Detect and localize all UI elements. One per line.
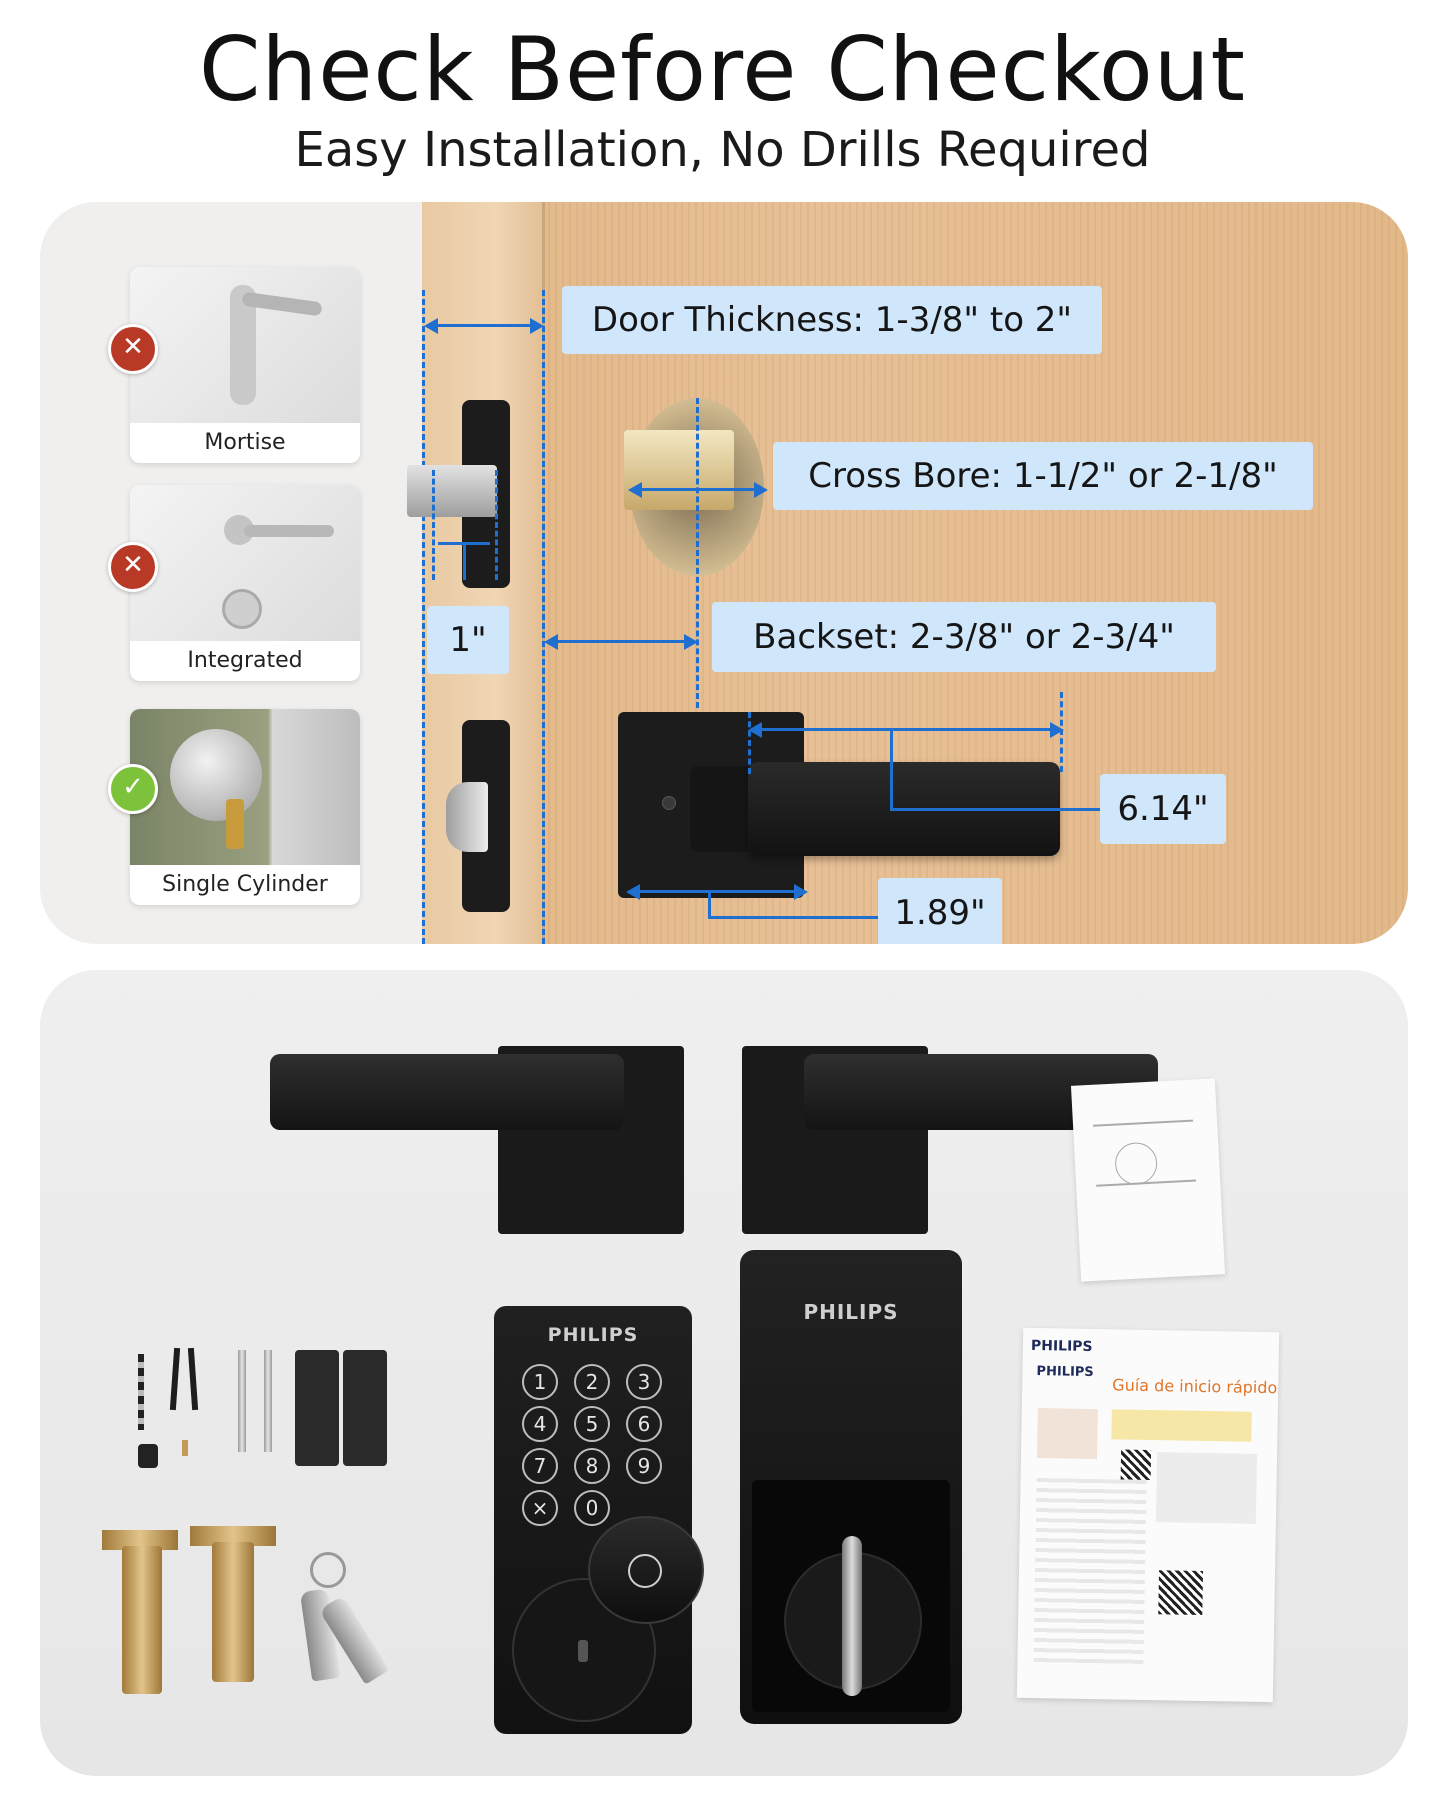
- manual-title: Guía de inicio rápido: [1112, 1375, 1278, 1398]
- lock-type-card-single-cylinder: Single Cylinder: [130, 709, 360, 905]
- keypad-key: 3: [626, 1364, 662, 1400]
- arrow-left-icon: [626, 884, 640, 900]
- latch-arrow: [438, 542, 490, 545]
- keypad-key: 4: [522, 1406, 558, 1442]
- latch-guide-left: [432, 470, 435, 580]
- fingerprint-icon: [628, 1554, 662, 1588]
- keypad-key: ×: [522, 1490, 558, 1526]
- keypad-key: 8: [574, 1448, 610, 1484]
- lock-type-label: Integrated: [187, 648, 303, 673]
- keypad-key: 2: [574, 1364, 610, 1400]
- keypad-brand-logo: PHILIPS: [547, 1324, 639, 1346]
- arrow-right-icon: [1050, 722, 1064, 738]
- lever-guide-left: [748, 712, 751, 774]
- strike-plate-right: [343, 1350, 387, 1466]
- page-title: Check Before Checkout: [198, 18, 1247, 121]
- screw-icon: [138, 1354, 144, 1430]
- rose-width-arrow: [634, 890, 796, 893]
- arrow-left-icon: [424, 318, 438, 334]
- drilling-template: [1070, 1078, 1226, 1282]
- keypad-key: 1: [522, 1364, 558, 1400]
- latch-plate: [102, 1530, 178, 1550]
- latch-bolt-side: [446, 782, 488, 852]
- manual-figure: [1155, 1452, 1258, 1524]
- arrow-left-icon: [628, 482, 642, 498]
- deadbolt-latch-body: [212, 1542, 254, 1682]
- arrow-left-icon: [544, 634, 558, 650]
- mortise-lock-image: [130, 267, 360, 423]
- lever-leader-h: [890, 808, 1102, 811]
- lever-leader: [890, 730, 893, 810]
- bore-latch-mechanism: [624, 430, 734, 510]
- quick-start-guide: PHILIPS PHILIPS Guía de inicio rápido: [1016, 1327, 1280, 1703]
- latch-body: [122, 1546, 162, 1694]
- lock-type-label: Single Cylinder: [162, 872, 328, 897]
- lock-type-card-mortise: Mortise: [130, 267, 360, 463]
- latch-bolt: [407, 465, 497, 517]
- qr-code-icon: [1158, 1570, 1204, 1615]
- cross-icon: ✕: [108, 324, 158, 374]
- strike-plate-left: [295, 1350, 339, 1466]
- key-ring: [310, 1552, 346, 1588]
- screw-icon: [169, 1347, 181, 1411]
- manual-text-lines: [1033, 1478, 1147, 1670]
- backset-label: Backset: 2-3/8" or 2-3/4": [712, 602, 1216, 672]
- keypad-key: 5: [574, 1406, 610, 1442]
- measurement-panel: Mortise ✕ Integrated ✕ Single Cylinder ✓…: [40, 202, 1408, 944]
- manual-note: [1111, 1409, 1252, 1442]
- lock-type-label: Mortise: [204, 430, 286, 455]
- single-cylinder-lock-image: [130, 709, 360, 865]
- passage-lever-left: [270, 1054, 624, 1130]
- rose-width-label: 1.89": [878, 878, 1002, 944]
- keypad-key: 6: [626, 1406, 662, 1442]
- backset-arrow: [552, 640, 688, 643]
- package-contents-panel: PHILIPS 1 2 3 4 5 6 7 8 9 × 0 PHILIPS PH…: [40, 970, 1408, 1776]
- lever-length-label: 6.14": [1100, 774, 1226, 844]
- bore-center-guide: [696, 398, 699, 708]
- latch-leader: [463, 544, 466, 580]
- screw-icon: [264, 1350, 272, 1452]
- fingerprint-knob: [588, 1516, 704, 1624]
- arrow-right-icon: [530, 318, 544, 334]
- door-thickness-arrow: [432, 324, 532, 327]
- screw-icon: [238, 1350, 246, 1452]
- keyhole-icon: [578, 1640, 588, 1662]
- latch-guide-right: [495, 470, 498, 580]
- arrow-left-icon: [748, 722, 762, 738]
- door-thickness-guide-right: [542, 290, 545, 944]
- check-icon: ✓: [108, 764, 158, 814]
- screw-icon: [187, 1347, 199, 1411]
- lock-type-card-integrated: Integrated: [130, 485, 360, 681]
- interior-brand-logo: PHILIPS: [803, 1300, 899, 1324]
- lever-length-arrow: [758, 728, 1052, 731]
- manual-block: [1036, 1408, 1098, 1460]
- arrow-right-icon: [754, 482, 768, 498]
- integrated-lock-image: [130, 485, 360, 641]
- rose-leader-h: [708, 916, 880, 919]
- qr-code-icon: [1120, 1449, 1152, 1481]
- cross-bore-label: Cross Bore: 1-1/2" or 2-1/8": [773, 442, 1313, 510]
- deadbolt-latch-plate: [190, 1526, 276, 1546]
- cross-icon: ✕: [108, 542, 158, 592]
- keypad-key: 0: [574, 1490, 610, 1526]
- screw-icon: [138, 1444, 158, 1468]
- rose-leader: [708, 892, 711, 918]
- arrow-right-icon: [684, 634, 698, 650]
- screw-icon: [182, 1440, 188, 1456]
- thumb-turn: [842, 1536, 862, 1696]
- page-subtitle: Easy Installation, No Drills Required: [294, 122, 1151, 178]
- keypad-key: 9: [626, 1448, 662, 1484]
- door-thickness-label: Door Thickness: 1-3/8" to 2": [562, 286, 1102, 354]
- door-thickness-guide-left: [422, 290, 425, 944]
- manual-brand: PHILIPS: [1030, 1337, 1093, 1356]
- latch-face-label: 1": [427, 606, 509, 674]
- arrow-right-icon: [794, 884, 808, 900]
- screw-icon: [662, 796, 676, 810]
- cross-bore-arrow: [638, 488, 758, 491]
- keypad-key: 7: [522, 1448, 558, 1484]
- manual-brand-inner: PHILIPS: [1036, 1364, 1094, 1381]
